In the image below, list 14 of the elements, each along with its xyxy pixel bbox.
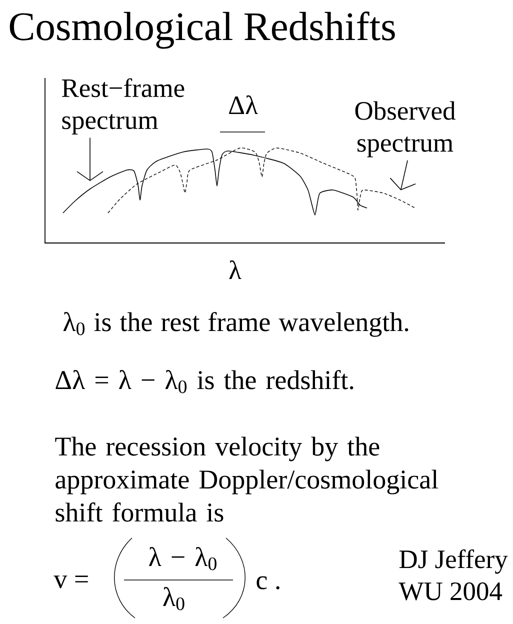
curve-label: Rest−frame spectrum [62, 78, 184, 134]
formula-text: v = [54, 576, 88, 588]
credit-text: DJ Jeffery [399, 549, 508, 574]
credit-text: WU 2004 [398, 582, 502, 600]
curve-label: Observed spectrum [355, 101, 456, 158]
paragraph: The recession velocity by the approximate Doppler/cosmological shift formula is [55, 436, 438, 522]
shift-label: Δλ [229, 95, 258, 114]
formula-text: c . [256, 576, 280, 590]
axis-label: λ [229, 260, 242, 279]
sentence: λ$_{0}$ is the rest frame wavelength. [63, 312, 408, 337]
title: Cosmological Redshifts [10, 12, 395, 49]
formula-text: λ$_{0}$ [163, 587, 184, 610]
sentence: Δλ = λ − λ$_{0}$ is the redshift. [56, 370, 354, 394]
formula-text: λ − λ$_{0}$ [149, 547, 216, 570]
